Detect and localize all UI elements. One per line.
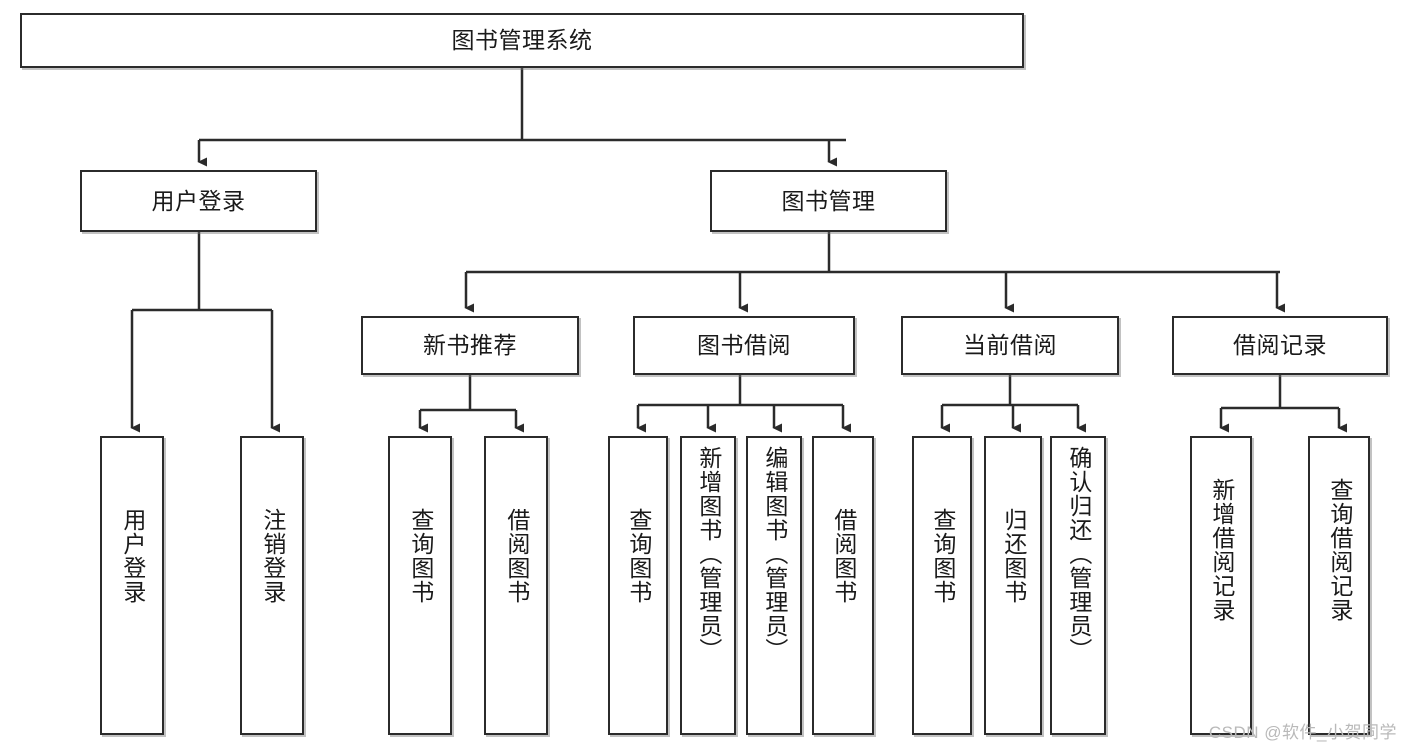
node-leaf-query-book-2-label: 查询图书: [625, 508, 652, 604]
node-leaf-confirm-return[interactable]: 确认归还（管理员）: [1050, 436, 1106, 735]
node-leaf-add-record-label: 新增借阅记录: [1208, 478, 1235, 622]
node-leaf-edit-book-label: 编辑图书（管理员）: [761, 446, 788, 662]
node-leaf-query-book-2[interactable]: 查询图书: [608, 436, 668, 735]
node-leaf-borrow-book-1[interactable]: 借阅图书: [484, 436, 548, 735]
node-leaf-return-book-label: 归还图书: [1000, 508, 1027, 604]
node-leaf-borrow-book-2[interactable]: 借阅图书: [812, 436, 874, 735]
node-leaf-query-record[interactable]: 查询借阅记录: [1308, 436, 1370, 735]
node-leaf-user-logout-label: 注销登录: [259, 508, 286, 604]
node-book-manage[interactable]: 图书管理: [710, 170, 947, 232]
node-leaf-add-record[interactable]: 新增借阅记录: [1190, 436, 1252, 735]
node-leaf-user-logout[interactable]: 注销登录: [240, 436, 304, 735]
node-leaf-return-book[interactable]: 归还图书: [984, 436, 1042, 735]
node-book-borrow-label: 图书借阅: [697, 332, 791, 359]
node-user-login[interactable]: 用户登录: [80, 170, 317, 232]
node-book-manage-label: 图书管理: [781, 187, 876, 214]
node-current-borrow-label: 当前借阅: [963, 332, 1057, 359]
node-borrow-record[interactable]: 借阅记录: [1172, 316, 1388, 375]
node-leaf-query-book-3-label: 查询图书: [929, 508, 956, 604]
watermark-text: CSDN @软件_小贺同学: [1208, 723, 1397, 742]
node-root-label: 图书管理系统: [451, 27, 593, 54]
node-borrow-record-label: 借阅记录: [1233, 332, 1327, 359]
node-user-login-label: 用户登录: [151, 187, 246, 214]
node-leaf-query-book-1-label: 查询图书: [407, 508, 434, 604]
node-leaf-query-book-1[interactable]: 查询图书: [388, 436, 452, 735]
node-leaf-user-login[interactable]: 用户登录: [100, 436, 164, 735]
node-leaf-borrow-book-2-label: 借阅图书: [830, 508, 857, 604]
node-leaf-add-book[interactable]: 新增图书（管理员）: [680, 436, 736, 735]
node-new-book-recommend[interactable]: 新书推荐: [361, 316, 579, 375]
node-leaf-edit-book[interactable]: 编辑图书（管理员）: [746, 436, 802, 735]
node-book-borrow[interactable]: 图书借阅: [633, 316, 855, 375]
node-new-book-recommend-label: 新书推荐: [423, 332, 517, 359]
node-leaf-borrow-book-1-label: 借阅图书: [503, 508, 530, 604]
node-root[interactable]: 图书管理系统: [20, 13, 1024, 68]
node-leaf-user-login-label: 用户登录: [119, 508, 146, 604]
node-leaf-add-book-label: 新增图书（管理员）: [695, 446, 722, 662]
node-leaf-query-record-label: 查询借阅记录: [1326, 478, 1353, 622]
node-leaf-confirm-return-label: 确认归还（管理员）: [1065, 446, 1092, 662]
node-leaf-query-book-3[interactable]: 查询图书: [912, 436, 972, 735]
node-current-borrow[interactable]: 当前借阅: [901, 316, 1119, 375]
